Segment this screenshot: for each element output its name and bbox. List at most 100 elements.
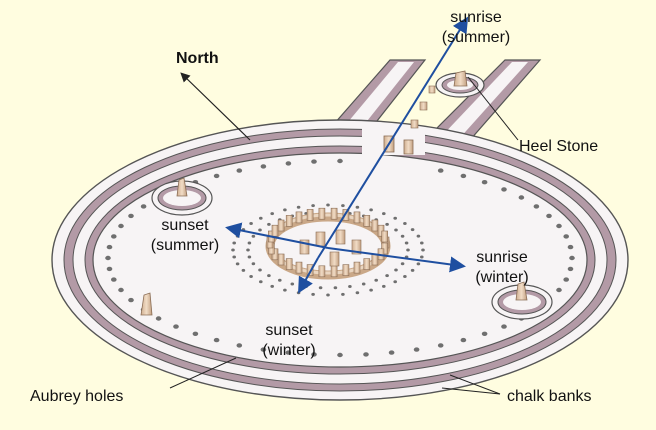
aubrey-hole <box>363 352 369 356</box>
inner-hole <box>258 229 262 232</box>
aubrey-hole <box>569 256 575 260</box>
sarsen-stone <box>372 254 378 265</box>
inner-hole <box>394 229 398 232</box>
sunset-winter-label-2: (winter) <box>262 342 315 359</box>
sunset-summer-label-1: sunset <box>161 217 209 234</box>
inner-hole <box>311 204 315 207</box>
inner-hole <box>311 293 315 296</box>
inner-hole <box>248 242 252 245</box>
aubrey-hole <box>173 324 179 328</box>
aubrey-hole <box>563 234 569 238</box>
sunrise-summer-label-2: (summer) <box>442 29 510 46</box>
inner-hole <box>270 212 274 215</box>
aubrey-hole <box>461 174 467 178</box>
aubrey-hole <box>107 245 113 249</box>
aubrey-hole <box>237 168 243 172</box>
aubrey-hole <box>337 353 343 357</box>
sarsen-stone <box>319 266 325 277</box>
sarsen-stone <box>286 215 292 226</box>
inner-hole <box>421 249 425 252</box>
inner-hole <box>319 286 323 289</box>
inner-hole <box>420 242 424 245</box>
heel-stone <box>436 71 484 97</box>
heel-stone-label: Heel Stone <box>519 138 598 155</box>
inner-hole <box>348 285 352 288</box>
inner-hole <box>369 208 373 211</box>
aubrey-hole <box>556 224 562 228</box>
sunset-winter-label-1: sunset <box>265 322 313 339</box>
aubrey-hole <box>501 324 507 328</box>
inner-hole <box>417 262 421 265</box>
inner-hole <box>393 217 397 220</box>
inner-hole <box>259 280 263 283</box>
inner-hole <box>403 222 407 225</box>
inner-hole <box>249 222 253 225</box>
aubrey-hole <box>482 332 488 336</box>
aubrey-hole <box>261 164 267 168</box>
sunset-summer-label-2: (summer) <box>151 237 219 254</box>
inner-hole <box>334 286 338 289</box>
sarsen-stone <box>364 259 370 270</box>
aubrey-hole <box>111 234 117 238</box>
north-arrow <box>182 74 250 140</box>
sarsen-stone <box>307 209 313 220</box>
aubrey-hole <box>286 161 292 165</box>
aubrey-hole <box>438 168 444 172</box>
inner-hole <box>341 204 345 207</box>
aubrey-hole <box>141 204 147 208</box>
sunrise-winter-label-1: sunrise <box>476 249 528 266</box>
inner-hole <box>236 235 240 238</box>
aubrey-hole <box>461 338 467 342</box>
sarsen-stone <box>278 254 284 265</box>
inner-hole <box>385 223 389 226</box>
sarsen-stone <box>354 262 360 273</box>
sarsen-stone <box>331 208 337 219</box>
sarsen-stone <box>331 266 337 277</box>
sarsen-stone <box>278 220 284 231</box>
inner-hole <box>231 249 235 252</box>
inner-hole <box>270 285 274 288</box>
inner-hole <box>278 279 282 282</box>
inner-hole <box>411 228 415 231</box>
aubrey-hole <box>563 277 569 281</box>
aubrey-hole <box>414 347 420 351</box>
aubrey-hole <box>156 316 162 320</box>
inner-hole <box>382 212 386 215</box>
chalk-banks-label: chalk banks <box>507 388 592 405</box>
inner-hole <box>232 256 236 259</box>
aubrey-hole <box>214 338 220 342</box>
inner-hole <box>362 283 366 286</box>
inner-hole <box>248 256 252 259</box>
inner-hole <box>297 291 301 294</box>
inner-hole <box>249 275 253 278</box>
aubrey-hole <box>311 159 317 163</box>
inner-hole <box>356 206 360 209</box>
aubrey-hole <box>107 267 113 271</box>
inner-hole <box>232 242 236 245</box>
aubrey-hole <box>214 174 220 178</box>
inner-hole <box>252 235 256 238</box>
aubrey-hole <box>237 343 243 347</box>
aubrey-hole <box>534 204 540 208</box>
aubrey-hole <box>128 298 134 302</box>
inner-hole <box>420 256 424 259</box>
aubrey-hole <box>118 288 124 292</box>
inner-hole <box>374 279 378 282</box>
sarsen-stone <box>296 212 302 223</box>
aubrey-hole <box>337 159 343 163</box>
sunrise-winter-label-2: (winter) <box>475 269 528 286</box>
aubrey-hole <box>568 267 574 271</box>
inner-hole <box>411 269 415 272</box>
aubrey-hole <box>546 214 552 218</box>
aubrey-hole <box>105 256 111 260</box>
inner-hole <box>394 269 398 272</box>
aubrey-hole <box>389 350 395 354</box>
aubrey-hole <box>519 195 525 199</box>
inner-hole <box>406 249 410 252</box>
inner-hole <box>252 262 256 265</box>
aubrey-hole <box>438 343 444 347</box>
inner-hole <box>283 289 287 292</box>
inner-hole <box>382 285 386 288</box>
